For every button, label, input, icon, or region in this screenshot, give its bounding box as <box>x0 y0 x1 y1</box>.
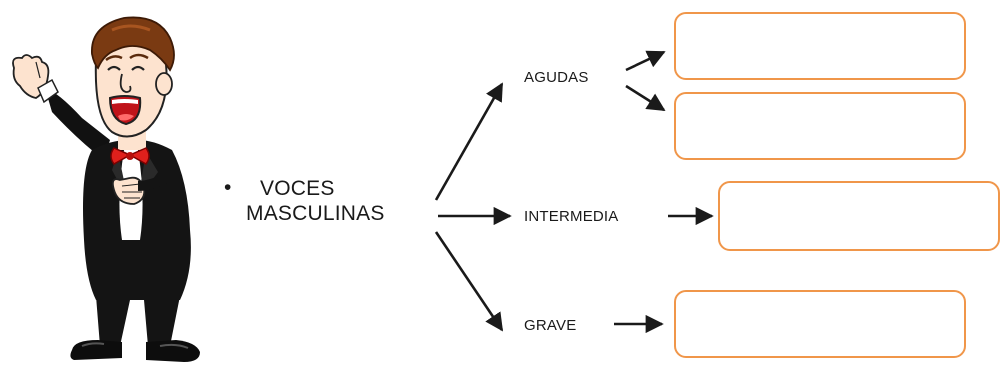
singer-illustration <box>12 16 200 362</box>
answer-box-intermedia[interactable] <box>718 181 1000 251</box>
answer-box-agudas-1[interactable] <box>674 12 966 80</box>
branch-label-agudas: AGUDAS <box>524 69 589 86</box>
answer-box-agudas-2[interactable] <box>674 92 966 160</box>
branch-label-intermedia: INTERMEDIA <box>524 208 619 225</box>
main-label-line2: MASCULINAS <box>246 202 385 225</box>
arrow-agudas-lower <box>625 84 666 112</box>
arrow-to-agudas <box>434 82 504 201</box>
branch-label-grave: GRAVE <box>524 317 577 334</box>
arrow-agudas-upper <box>625 50 666 72</box>
bullet-marker: • <box>224 176 232 199</box>
arrow-to-grave <box>434 231 504 332</box>
answer-box-grave[interactable] <box>674 290 966 358</box>
main-label-line1: VOCES <box>260 177 335 200</box>
